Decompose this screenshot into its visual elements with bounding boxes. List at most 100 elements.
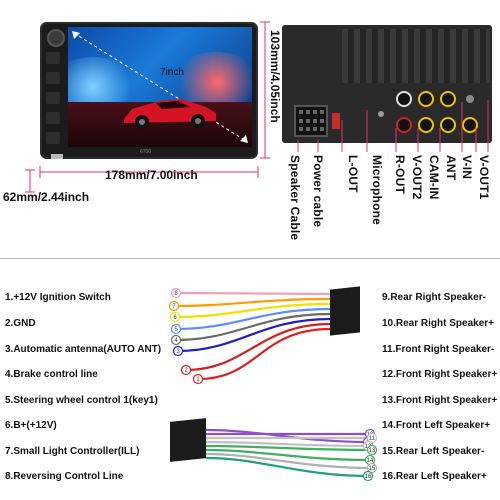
svg-text:1: 1: [196, 377, 200, 383]
svg-text:5: 5: [174, 327, 178, 333]
svg-text:4: 4: [174, 338, 178, 344]
lower-wire: [205, 444, 373, 452]
upper-wire: [177, 317, 331, 353]
svg-text:11: 11: [369, 436, 376, 442]
height-dimension: 103mm/4.05inch: [268, 30, 282, 123]
upper-wire: [175, 312, 331, 342]
port-label-speaker-cable: Speaker Cable: [288, 155, 302, 241]
port-label-v-in: V-IN: [460, 155, 474, 180]
volume-knob: [47, 29, 65, 47]
lower-iso-plug: [170, 418, 206, 462]
usb-port-icon: [51, 154, 63, 159]
pin-label-11: 11.Front Right Speaker-: [382, 344, 495, 355]
head-unit-back: [282, 25, 492, 143]
port-label-microphone: Microphone: [370, 155, 384, 225]
depth-dimension: 62mm/2.44inch: [3, 190, 90, 204]
heatsink-ribs: [342, 29, 490, 83]
port-label-l-out: L-OUT: [346, 155, 360, 193]
side-button: [46, 132, 60, 144]
side-button-strip: [46, 52, 62, 148]
svg-text:15: 15: [369, 466, 376, 472]
svg-text:6: 6: [173, 315, 177, 321]
wire-number-marker: 4: [170, 334, 182, 346]
pin-label-12: 12.Front Right Speaker+: [382, 369, 498, 380]
svg-text:13: 13: [369, 448, 376, 454]
touch-screen: 7inch: [68, 27, 252, 147]
wire-number-marker: 1: [192, 373, 204, 385]
port-label-v-out1: V-OUT1: [477, 155, 491, 200]
side-button: [46, 52, 60, 64]
diagonal-measure-icon: [72, 31, 248, 143]
pin-label-2: 2.GND: [5, 318, 36, 329]
upper-wire: [173, 297, 331, 308]
sports-car-icon: [124, 99, 216, 129]
port-label-ant: ANT: [444, 155, 458, 181]
head-unit-front: 7inch 6700: [40, 22, 258, 159]
pin-label-3: 3.Automatic antenna(AUTO ANT): [5, 344, 162, 355]
wire-number-marker: 8: [170, 287, 182, 299]
microphone-jack-icon: [378, 111, 384, 117]
lower-wire: [205, 452, 373, 470]
iso-connector-socket: [294, 105, 328, 137]
width-dimension: 178mm/7.00inch: [105, 168, 198, 182]
svg-text:8: 8: [174, 291, 178, 297]
port-label-v-out2: V-OUT2: [410, 155, 424, 200]
svg-text:14: 14: [367, 458, 374, 464]
rca-yellow-jack: [440, 91, 456, 107]
upper-wire: [185, 322, 331, 372]
wire-number-marker: 15: [366, 462, 378, 474]
wire-number-marker: 16: [362, 470, 374, 482]
upper-wire: [175, 307, 331, 331]
upper-iso-plug: [330, 286, 360, 336]
model-label: 6700: [140, 149, 152, 155]
pin-label-14: 14.Front Left Speaker+: [382, 420, 491, 431]
rca-yellow-jack: [418, 91, 434, 107]
pin-label-1: 1.+12V Ignition Switch: [5, 292, 111, 303]
wire-number-marker: 3: [172, 345, 184, 357]
screen-size-label: 7inch: [160, 67, 184, 78]
pin-label-4: 4.Brake control line: [5, 369, 98, 380]
wire-number-marker: 13: [366, 444, 378, 456]
lower-wire: [205, 456, 369, 478]
port-label-power-cable: Power cable: [311, 155, 325, 228]
pin-label-8: 8.Reversing Control Line: [5, 471, 124, 482]
port-callout-lines: [297, 100, 489, 152]
pin-label-16: 16.Rear Left Speaker+: [382, 471, 487, 482]
wire-number-marker: 6: [169, 311, 181, 323]
pin-label-7: 7.Small Light Controller(ILL): [5, 446, 140, 457]
svg-text:3: 3: [176, 349, 180, 355]
svg-text:2: 2: [184, 368, 188, 374]
side-button: [46, 112, 60, 124]
port-label-r-out: R-OUT: [393, 155, 407, 194]
pin-label-13: 13.Front Right Speaker+: [382, 395, 498, 406]
svg-text:7: 7: [172, 304, 176, 310]
rca-yellow-jack: [440, 117, 456, 133]
side-button: [46, 92, 60, 104]
pin-label-10: 10.Rear Right Speaker+: [382, 318, 494, 329]
upper-wire: [174, 302, 331, 319]
rca-red-jack: [396, 117, 412, 133]
pin-label-6: 6.B+(+12V): [5, 420, 57, 431]
lower-wire: [205, 440, 369, 448]
fuse-icon: [332, 113, 340, 129]
pin-label-5: 5.Steering wheel control 1(key1): [5, 395, 158, 406]
wire-number-marker: 5: [170, 323, 182, 335]
dimension-lines: [25, 21, 270, 193]
upper-wire: [175, 291, 331, 296]
pin-label-15: 15.Rear Left Speaker-: [382, 446, 485, 457]
wire-number-marker: 2: [180, 364, 192, 376]
svg-text:16: 16: [365, 474, 372, 480]
side-button: [46, 72, 60, 84]
rca-white-jack: [396, 91, 412, 107]
wiring-harness-diagram: 87654321910111213141516: [168, 287, 378, 482]
section-divider: [0, 258, 500, 259]
wire-number-marker: 11: [366, 432, 378, 444]
rca-yellow-jack: [462, 117, 478, 133]
rca-yellow-jack: [418, 117, 434, 133]
lower-wire: [205, 428, 369, 444]
pin-label-9: 9.Rear Right Speaker-: [382, 292, 486, 303]
port-label-cam-in: CAM-IN: [427, 155, 441, 200]
antenna-jack-icon: [466, 95, 474, 103]
upper-wire: [197, 327, 331, 381]
wire-number-marker: 7: [168, 300, 180, 312]
